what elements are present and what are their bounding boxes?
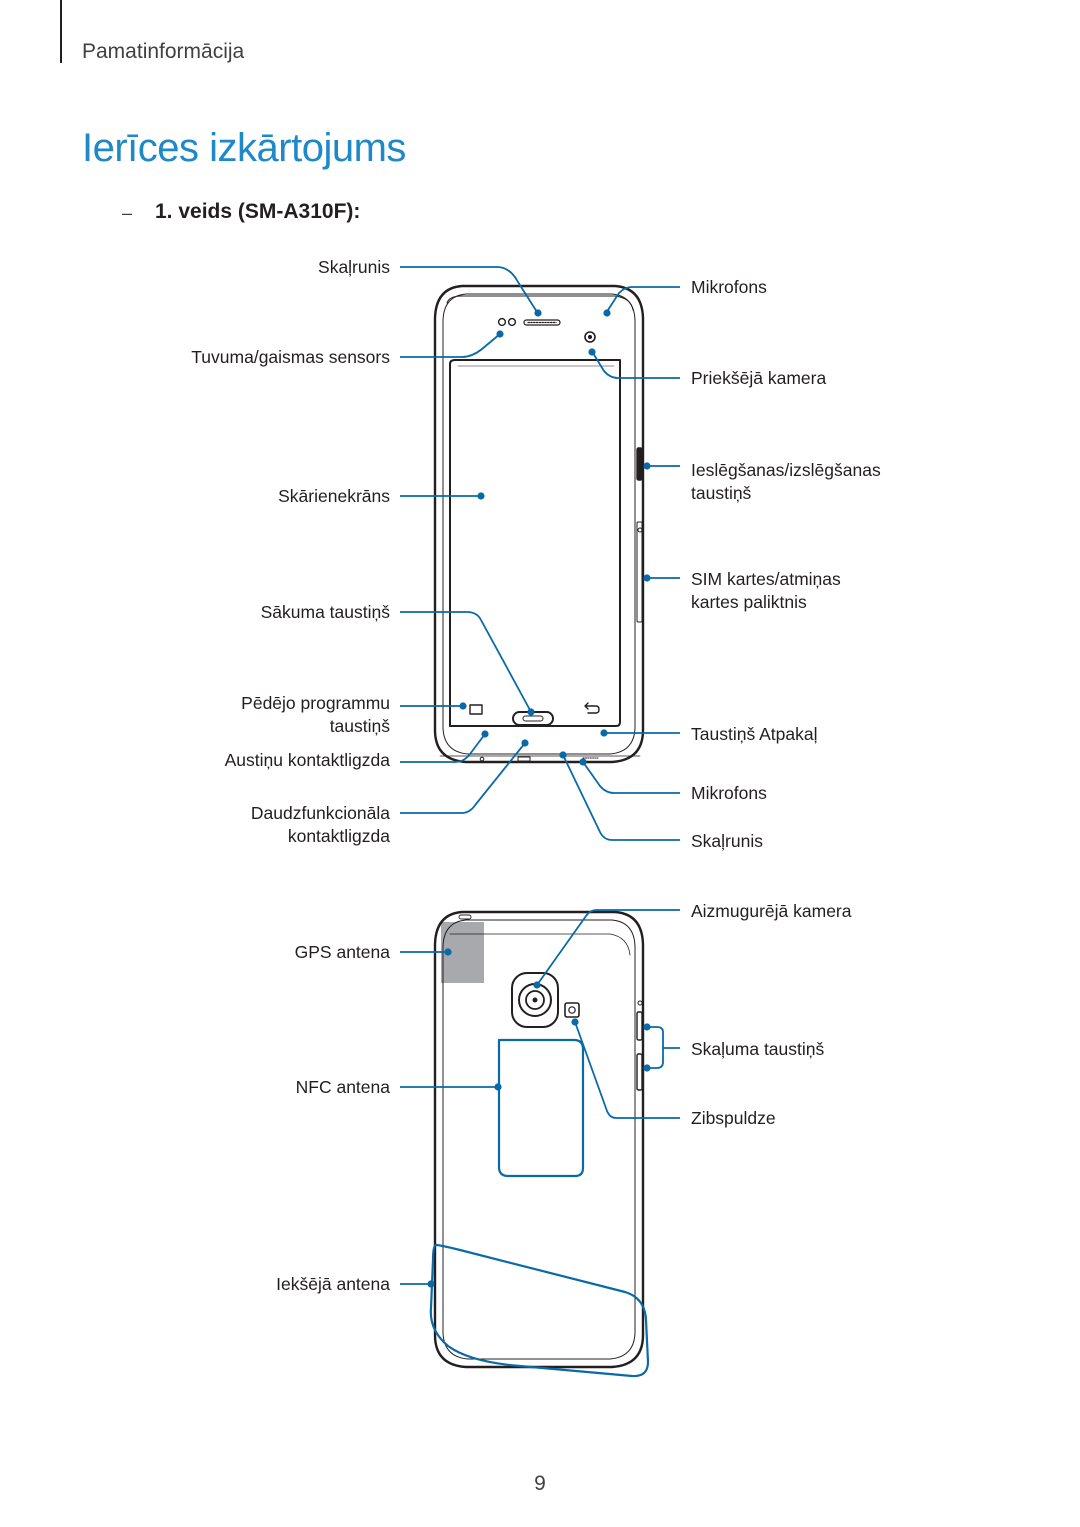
label-multipurpose-jack-line1: Daudzfunkcionāla: [250, 803, 390, 823]
label-sim-tray-line2: kartes paliktnis: [691, 592, 807, 612]
phone-front-illustration: [433, 284, 645, 764]
label-speaker-top: Skaļrunis: [318, 257, 390, 277]
label-power-key-line2: taustiņš: [691, 483, 752, 503]
gps-antenna-area: [441, 922, 484, 983]
label-front-camera: Priekšējā kamera: [691, 368, 827, 388]
label-volume-key: Skaļuma taustiņš: [691, 1039, 825, 1059]
margin-rule: [60, 0, 62, 63]
label-mic-bottom: Mikrofons: [691, 783, 767, 803]
callout-dots: [427, 309, 651, 1288]
label-rear-camera: Aizmugurējā kamera: [691, 901, 852, 921]
page-title: Ierīces izkārtojums: [82, 126, 406, 170]
section-heading: 1. veids (SM-A310F):: [155, 200, 361, 223]
running-head: Pamatinformācija: [82, 40, 245, 63]
label-touchscreen: Skārienekrāns: [278, 486, 390, 506]
callout-lines: [400, 266, 680, 1285]
label-home-key: Sākuma taustiņš: [260, 602, 390, 622]
label-sim-tray-line1: SIM kartes/atmiņas: [691, 569, 841, 589]
label-recent-apps-key-line2: taustiņš: [329, 716, 390, 736]
label-multipurpose-jack-line2: kontaktligzda: [287, 826, 390, 846]
label-recent-apps-key: Pēdējo programmu taustiņš: [241, 692, 390, 738]
label-nfc-antenna: NFC antena: [295, 1077, 390, 1097]
page-number: 9: [534, 1472, 546, 1495]
label-speaker-bottom: Skaļrunis: [691, 831, 763, 851]
label-internal-antenna: Iekšējā antena: [276, 1274, 390, 1294]
label-earphone-jack: Austiņu kontaktligzda: [224, 750, 390, 770]
section-dash: –: [122, 203, 133, 223]
label-flash: Zibspuldze: [691, 1108, 776, 1128]
label-sim-tray: SIM kartes/atmiņas kartes paliktnis: [691, 568, 841, 614]
label-mic-top: Mikrofons: [691, 277, 767, 297]
label-back-key: Taustiņš Atpakaļ: [691, 724, 818, 744]
label-gps-antenna: GPS antena: [294, 942, 390, 962]
label-multipurpose-jack: Daudzfunkcionāla kontaktligzda: [251, 802, 390, 848]
phone-rear-illustration: [429, 910, 650, 1378]
label-power-key: Ieslēgšanas/izslēgšanas taustiņš: [691, 459, 881, 505]
label-recent-apps-key-line1: Pēdējo programmu: [241, 693, 390, 713]
label-proximity-light-sensor: Tuvuma/gaismas sensors: [191, 347, 390, 367]
label-power-key-line1: Ieslēgšanas/izslēgšanas: [691, 460, 881, 480]
